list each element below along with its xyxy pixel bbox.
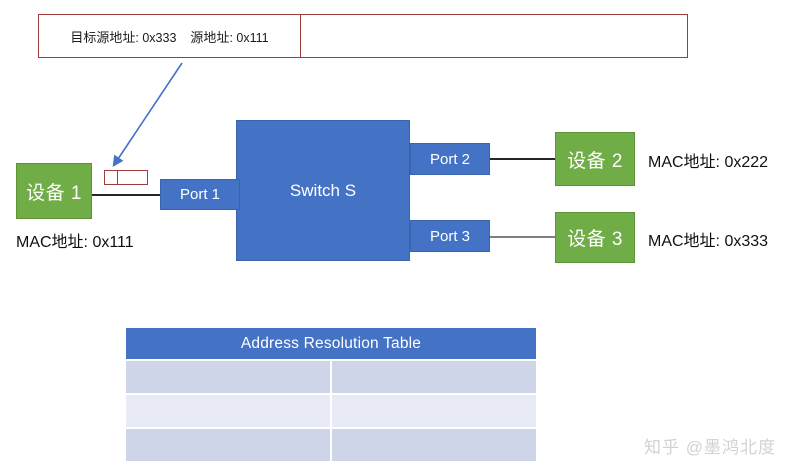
packet-marker: [104, 170, 148, 185]
frame-source-label: 源地址: [190, 29, 230, 45]
switch-node[interactable]: Switch S: [236, 120, 410, 261]
link-port3-device3: [489, 236, 556, 238]
table-cell-mac: [126, 361, 330, 393]
address-resolution-table: Address Resolution Table: [126, 328, 536, 461]
device-2-mac-label: MAC地址: 0x222: [648, 154, 769, 171]
frame-header-cell: 目标源地址: 0x333 源地址: 0x111: [39, 15, 301, 57]
address-resolution-table-title: Address Resolution Table: [126, 328, 536, 359]
packet-marker-header-segment: [105, 171, 118, 184]
table-cell-mac: [126, 429, 330, 461]
device-1-mac-label: MAC地址: 0x111: [16, 234, 134, 251]
device-3-mac-label: MAC地址: 0x333: [648, 233, 769, 250]
table-cell-mac: [126, 395, 330, 427]
port-2[interactable]: Port 2: [410, 143, 490, 175]
switch-label: Switch S: [289, 180, 357, 200]
watermark: 知乎 @墨鸿北度: [644, 438, 776, 457]
frame-destination-label: 目标源地址: [70, 29, 136, 45]
device-2[interactable]: 设备 2: [555, 132, 635, 186]
frame-destination-field: 目标源地址: 0x333: [70, 27, 176, 46]
table-row[interactable]: [126, 361, 536, 393]
port-1-label: Port 1: [179, 186, 221, 203]
device-3[interactable]: 设备 3: [555, 212, 635, 263]
device-3-label: 设备 3: [567, 229, 623, 250]
frame-payload-cell: [301, 15, 687, 57]
table-cell-port: [332, 429, 536, 461]
device-1[interactable]: 设备 1: [16, 163, 92, 219]
frame-source-field: 源地址: 0x111: [190, 27, 268, 46]
table-row[interactable]: [126, 429, 536, 461]
table-cell-port: [332, 361, 536, 393]
table-cell-port: [332, 395, 536, 427]
ethernet-frame-bar: 目标源地址: 0x333 源地址: 0x111: [38, 14, 688, 58]
device-2-label: 设备 2: [567, 150, 623, 172]
link-port2-device2: [489, 158, 556, 160]
port-2-label: Port 2: [429, 150, 471, 168]
port-1[interactable]: Port 1: [160, 179, 240, 210]
table-row[interactable]: [126, 395, 536, 427]
port-3[interactable]: Port 3: [410, 220, 490, 252]
device-1-label: 设备 1: [26, 182, 82, 204]
port-3-label: Port 3: [429, 227, 471, 245]
frame-source-value: : 0x111: [229, 30, 269, 45]
packet-marker-payload-segment: [118, 171, 147, 184]
frame-destination-value: : 0x333: [135, 30, 177, 45]
link-device1-port1: [92, 194, 162, 196]
frame-pointer-arrow-icon: [112, 62, 183, 167]
